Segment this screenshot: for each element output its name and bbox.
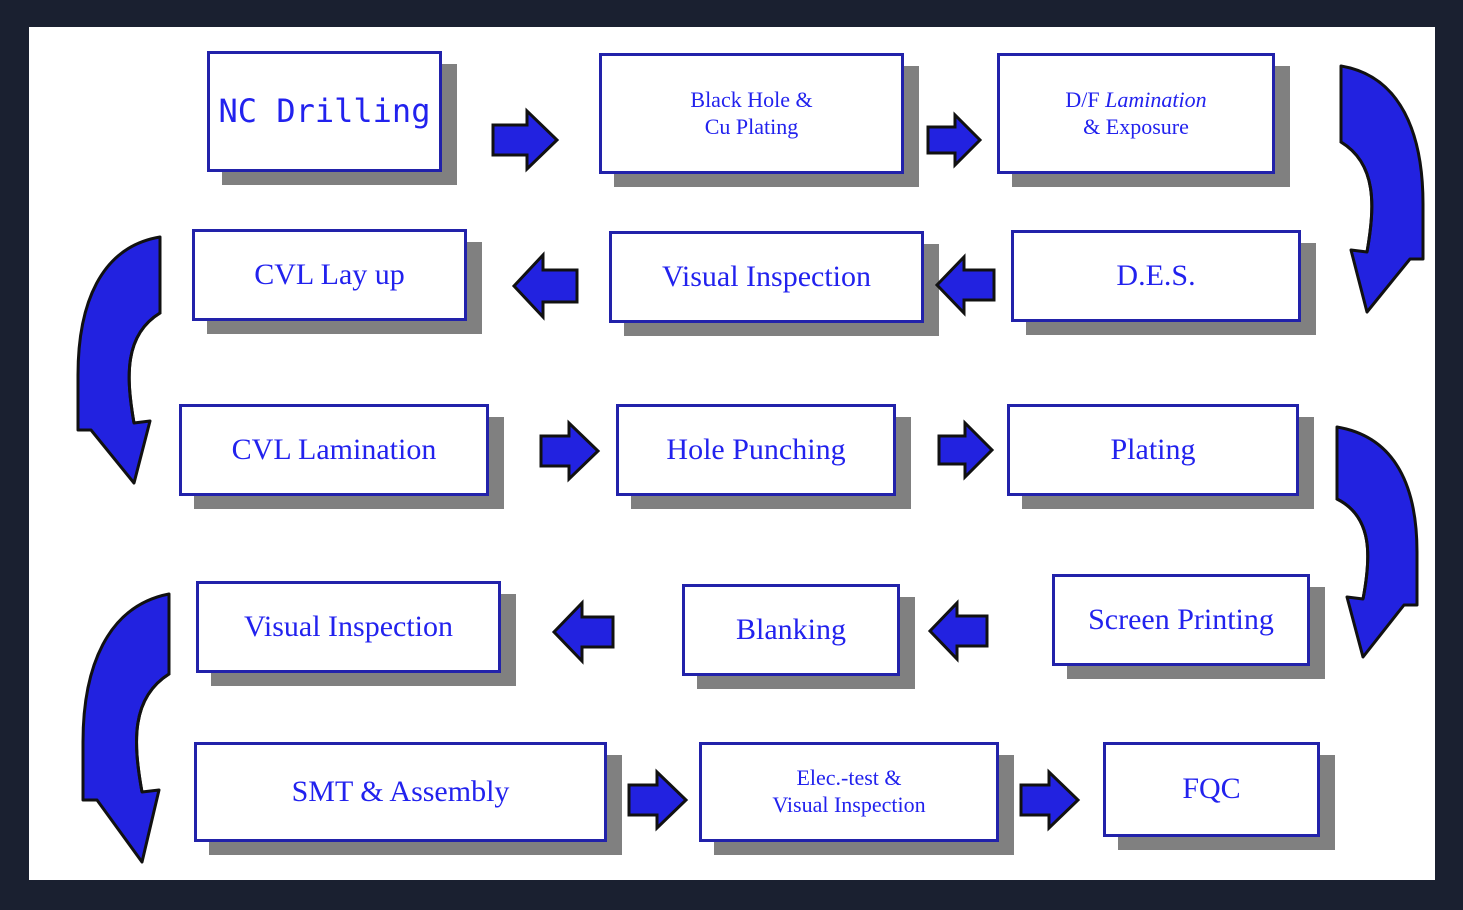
box-label: Elec.-test & Visual Inspection	[702, 765, 996, 819]
process-box-plating[interactable]: Plating	[1007, 404, 1299, 496]
arrow-smt-to-electest	[627, 768, 689, 832]
arrow-nc-to-blackhole	[491, 107, 560, 173]
arrow-blackhole-to-df	[926, 111, 983, 169]
process-box-fqc[interactable]: FQC	[1103, 742, 1320, 837]
box-label-line2: Cu Plating	[704, 113, 799, 139]
box-label: D.E.S.	[1116, 258, 1196, 292]
arrow-screenprint-to-blanking	[927, 599, 989, 663]
arrow-blanking-to-vi2	[551, 599, 615, 665]
flowchart-canvas: NC Drilling Black Hole & Cu Plating D/F …	[29, 27, 1435, 880]
box-label-line1: Elec.-test &	[796, 765, 902, 791]
box-label: FQC	[1182, 772, 1241, 806]
process-box-blanking[interactable]: Blanking	[682, 584, 900, 676]
process-box-black-hole-cu-plating[interactable]: Black Hole & Cu Plating	[599, 53, 904, 174]
box-label: Plating	[1110, 432, 1196, 466]
arrow-electest-to-fqc	[1019, 768, 1081, 832]
process-box-nc-drilling[interactable]: NC Drilling	[207, 51, 442, 172]
arrow-vi1-to-cvllayup	[511, 251, 579, 321]
process-box-des[interactable]: D.E.S.	[1011, 230, 1301, 322]
process-box-screen-printing[interactable]: Screen Printing	[1052, 574, 1310, 666]
process-box-smt-assembly[interactable]: SMT & Assembly	[194, 742, 607, 842]
box-label-line1: Black Hole &	[690, 86, 813, 112]
box-label: Hole Punching	[666, 432, 846, 466]
box-label: Screen Printing	[1088, 602, 1274, 636]
process-box-elec-test-visual-inspection[interactable]: Elec.-test & Visual Inspection	[699, 742, 999, 842]
uturn-vi2-to-smt	[69, 582, 204, 887]
arrow-holepunch-to-plating	[937, 419, 995, 481]
uturn-cvllayup-to-cvllamination	[65, 225, 195, 510]
process-box-hole-punching[interactable]: Hole Punching	[616, 404, 896, 496]
box-label: CVL Lay up	[254, 257, 405, 291]
box-label-line2: Visual Inspection	[772, 792, 926, 817]
box-label: NC Drilling	[218, 91, 431, 130]
box-label-line1: D/F Lamination	[1065, 86, 1207, 112]
box-label: Black Hole & Cu Plating	[602, 87, 901, 141]
box-label: D/F Lamination & Exposure	[1000, 87, 1272, 141]
process-box-cvl-lamination[interactable]: CVL Lamination	[179, 404, 489, 496]
process-box-cvl-lay-up[interactable]: CVL Lay up	[192, 229, 467, 321]
box-label: Blanking	[736, 612, 846, 646]
box-label: SMT & Assembly	[291, 774, 510, 808]
arrow-des-to-vi1	[934, 253, 996, 317]
uturn-df-to-des	[1305, 54, 1433, 339]
box-label-italic: Lamination	[1105, 86, 1207, 112]
box-label: Visual Inspection	[244, 609, 453, 643]
box-label: CVL Lamination	[231, 432, 437, 466]
process-box-df-lamination-exposure[interactable]: D/F Lamination & Exposure	[997, 53, 1275, 174]
process-box-visual-inspection-1[interactable]: Visual Inspection	[609, 231, 924, 323]
uturn-plating-to-screenprinting	[1307, 417, 1427, 682]
arrow-cvllam-to-holepunch	[539, 419, 601, 483]
box-label: Visual Inspection	[662, 259, 871, 293]
box-label-line2: & Exposure	[1083, 113, 1189, 139]
process-box-visual-inspection-2[interactable]: Visual Inspection	[196, 581, 501, 673]
